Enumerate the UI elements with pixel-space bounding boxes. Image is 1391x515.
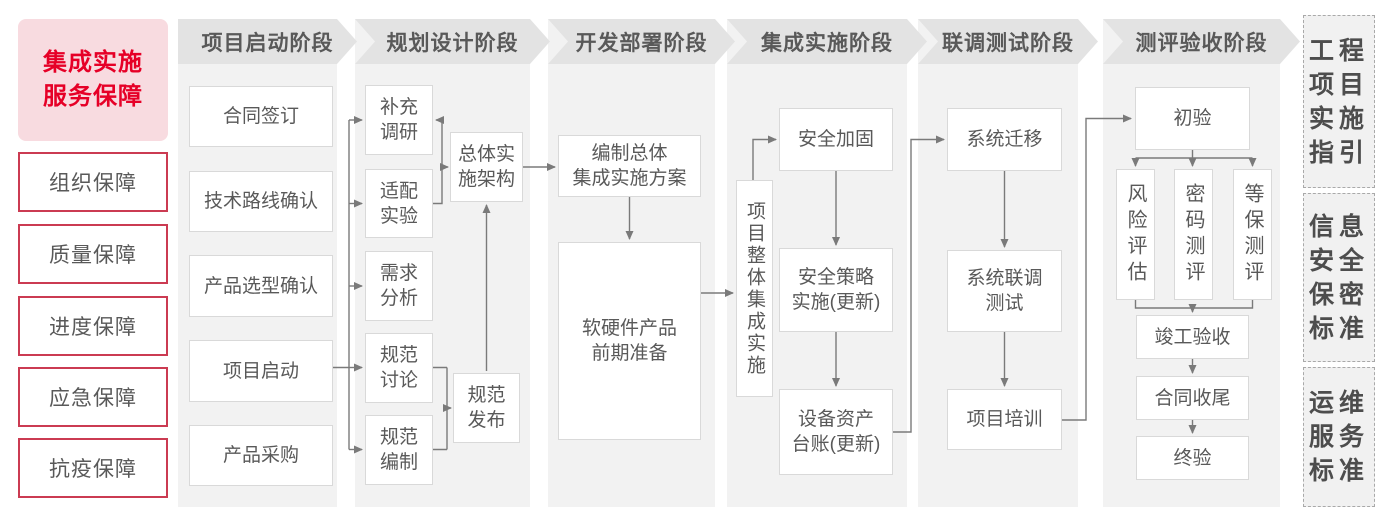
node-spec-release: 规范 发布 — [453, 373, 520, 443]
node-adaptation-experiment: 适配 实验 — [365, 169, 433, 238]
phase-header-eval-acceptance: 测评验收阶段 — [1103, 19, 1300, 64]
phase-header-joint-testing: 联调测试阶段 — [918, 19, 1098, 64]
node-system-migration: 系统迁移 — [947, 108, 1062, 171]
node-contract-signing: 合同签订 — [189, 86, 333, 147]
guarantee-quality: 质量保障 — [18, 224, 168, 284]
node-security-policy-implementation: 安全策略 实施(更新) — [779, 248, 893, 332]
node-spec-drafting: 规范 编制 — [365, 415, 433, 485]
node-hw-sw-preparation: 软硬件产品 前期准备 — [558, 242, 701, 440]
node-project-training: 项目培训 — [947, 389, 1062, 450]
node-requirement-analysis: 需求 分析 — [365, 251, 433, 321]
node-product-procurement: 产品采购 — [189, 425, 333, 486]
node-product-selection-confirmation: 产品选型确认 — [189, 255, 333, 317]
node-supplementary-research: 补充 调研 — [365, 85, 433, 155]
service-guarantee-title: 集成实施 服务保障 — [18, 19, 168, 141]
node-overall-integration-plan: 编制总体 集成实施方案 — [558, 135, 701, 197]
node-asset-ledger-update: 设备资产 台账(更新) — [779, 389, 893, 475]
node-project-kickoff: 项目启动 — [189, 340, 333, 402]
phase-header-integration-impl: 集成实施阶段 — [727, 19, 927, 64]
guarantee-emergency: 应急保障 — [18, 367, 168, 427]
node-risk-assessment: 风险评估 — [1116, 169, 1155, 300]
node-crypto-evaluation: 密码测评 — [1174, 169, 1213, 300]
node-preliminary-acceptance: 初验 — [1135, 87, 1250, 150]
guarantee-schedule: 进度保障 — [18, 296, 168, 356]
standard-project-implementation-guide: 工程 项目 实施 指引 — [1303, 15, 1375, 188]
guarantee-organization: 组织保障 — [18, 152, 168, 212]
node-overall-implementation-architecture: 总体实 施架构 — [450, 132, 523, 202]
phase-header-dev-deploy: 开发部署阶段 — [548, 19, 735, 64]
standard-information-security: 信息 安全 保密 标准 — [1303, 193, 1375, 362]
node-final-acceptance: 终验 — [1136, 436, 1249, 480]
phase-header-project-kickoff: 项目启动阶段 — [178, 19, 357, 64]
node-security-hardening: 安全加固 — [779, 108, 893, 171]
standard-om-service: 运维 服务 标准 — [1303, 367, 1375, 507]
node-mlps-evaluation: 等保测评 — [1233, 169, 1272, 300]
phase-header-planning-design: 规划设计阶段 — [355, 19, 550, 64]
guarantee-epidemic: 抗疫保障 — [18, 438, 168, 498]
node-system-joint-testing: 系统联调 测试 — [947, 250, 1062, 332]
node-overall-integration-implementation: 项目整体集成实施 — [736, 180, 773, 397]
node-contract-closure: 合同收尾 — [1136, 376, 1249, 420]
node-completion-acceptance: 竣工验收 — [1136, 315, 1249, 359]
node-tech-route-confirmation: 技术路线确认 — [189, 171, 333, 232]
node-spec-discussion: 规范 讨论 — [365, 333, 433, 403]
